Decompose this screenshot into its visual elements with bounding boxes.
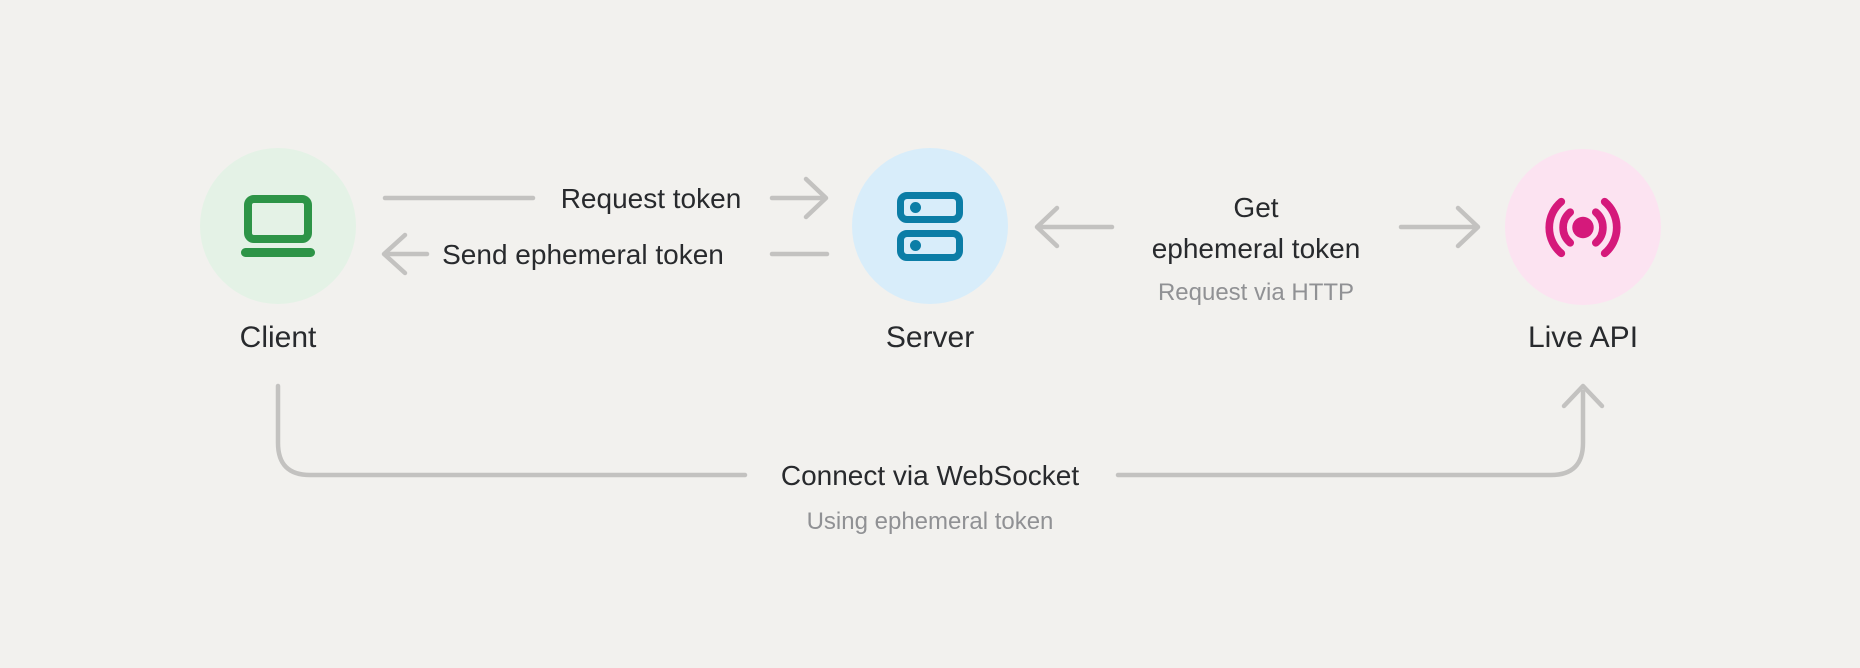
server-label: Server	[885, 321, 975, 354]
live-broadcast-icon	[1545, 197, 1621, 257]
arrow-to-server-icon	[1034, 205, 1115, 249]
request-via-http-sublabel: Request via HTTP	[1157, 279, 1355, 306]
live-api-node	[1505, 149, 1661, 305]
client-node	[200, 148, 356, 304]
using-ephemeral-token-sublabel: Using ephemeral token	[806, 508, 1054, 535]
connect-websocket-label: Connect via WebSocket	[780, 460, 1080, 491]
get-ephemeral-token-label: Get ephemeral token	[1152, 187, 1361, 269]
right-arrow-icon	[769, 176, 829, 220]
get-ephemeral-token-label-line1: Get	[1233, 192, 1279, 223]
get-ephemeral-token-label-line2: ephemeral token	[1151, 233, 1361, 264]
arrow-to-live-api-icon	[1398, 205, 1481, 249]
server-stack-icon	[897, 191, 963, 261]
request-token-label: Request token	[560, 183, 742, 214]
live-api-label: Live API	[1527, 321, 1639, 354]
left-arrow-icon	[381, 232, 430, 276]
send-ephemeral-token-label: Send ephemeral token	[442, 239, 724, 270]
websocket-path-from-client	[275, 383, 748, 478]
laptop-icon	[241, 195, 315, 257]
websocket-arrow-to-live-api	[1115, 383, 1605, 478]
server-node	[852, 148, 1008, 304]
client-label: Client	[239, 321, 317, 354]
